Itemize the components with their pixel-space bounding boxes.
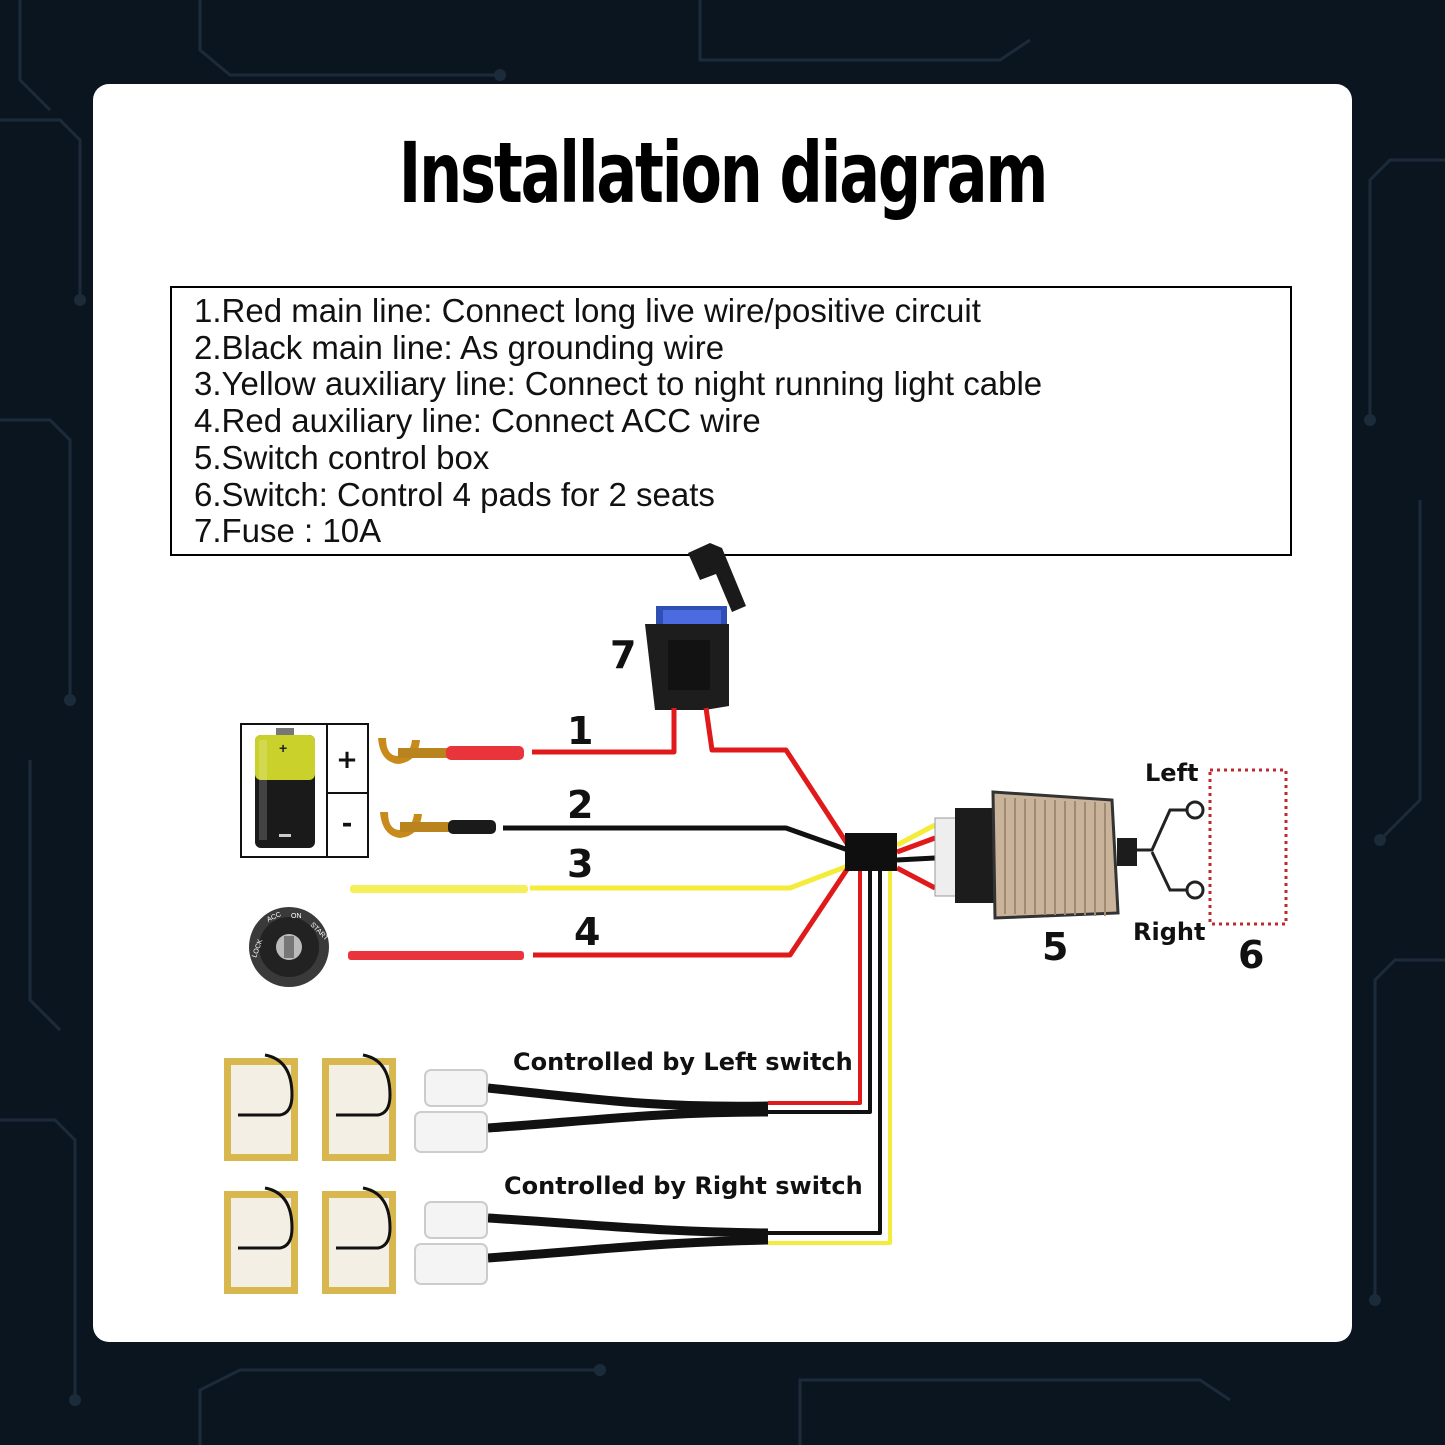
callout-4: 4	[574, 910, 600, 954]
callout-6: 6	[1238, 933, 1264, 977]
right-pad-black-lead	[768, 870, 882, 1235]
svg-text:+: +	[279, 740, 287, 756]
right-pad-yellow-lead	[768, 870, 892, 1245]
legend-item-5: 5.Switch control box	[194, 438, 490, 476]
left-switch-pads-label: Controlled by Left switch	[513, 1048, 853, 1076]
callout-1: 1	[567, 709, 593, 753]
battery-plus-label: +	[336, 745, 358, 775]
callout-2: 2	[567, 783, 593, 827]
legend-item-2: 2.Black main line: As grounding wire	[194, 328, 725, 366]
yellow-wire-end-icon	[350, 885, 528, 893]
page-title: Installation diagram	[398, 124, 1049, 222]
battery-icon: +	[240, 723, 369, 858]
heating-pad-icon	[224, 1186, 298, 1294]
diagram-card: Installation diagram 1.Red main line: Co…	[93, 84, 1352, 1342]
red-main-wire-2	[703, 707, 851, 847]
legend-box: 1.Red main line: Connect long live wire/…	[170, 286, 1292, 556]
negative-ring-terminal-icon	[380, 812, 496, 838]
left-pad-connectors	[414, 1069, 769, 1153]
switch-leads	[1137, 800, 1205, 900]
red-aux-wire	[533, 866, 851, 958]
legend-item-6: 6.Switch: Control 4 pads for 2 seats	[194, 475, 715, 513]
legend-item-3: 3.Yellow auxiliary line: Connect to nigh…	[194, 365, 1043, 403]
heating-pad-icon	[224, 1053, 298, 1161]
right-pad-connectors	[414, 1201, 769, 1285]
switch-dotted-outline	[1208, 768, 1288, 926]
right-switch-pads-label: Controlled by Right switch	[504, 1172, 863, 1200]
black-main-wire	[503, 825, 849, 853]
ignition-on-label: ON	[291, 913, 302, 920]
ignition-switch-icon: LOCK ACC ON START	[249, 907, 330, 987]
red-wire-end-icon	[348, 951, 524, 960]
heating-pad-icon	[322, 1186, 396, 1294]
wire-junction	[845, 833, 897, 871]
yellow-aux-wire	[530, 863, 849, 891]
wiring-diagram: 7	[224, 543, 1288, 1294]
positive-ring-terminal-icon	[378, 738, 524, 764]
left-pad-red-lead	[768, 870, 862, 1105]
switch-control-box	[934, 790, 1137, 920]
legend-item-7: 7.Fuse : 10A	[194, 512, 382, 550]
callout-7: 7	[610, 633, 636, 677]
legend-item-1: 1.Red main line: Connect long live wire/…	[194, 292, 981, 329]
callout-5: 5	[1042, 925, 1068, 969]
red-main-wire	[532, 708, 677, 755]
switch-right-label: Right	[1133, 918, 1205, 946]
left-pad-black-lead	[768, 870, 872, 1114]
switch-left-label: Left	[1145, 759, 1198, 787]
legend-item-4: 4.Red auxiliary line: Connect ACC wire	[194, 402, 761, 440]
box-lead-yellow	[895, 822, 937, 848]
heating-pad-icon	[322, 1053, 396, 1161]
callout-3: 3	[567, 842, 593, 886]
fuse-holder	[645, 543, 746, 710]
box-lead-red-2	[895, 865, 937, 891]
box-lead-black	[896, 855, 936, 863]
battery-minus-label: -	[342, 809, 353, 839]
box-lead-red	[896, 835, 936, 855]
